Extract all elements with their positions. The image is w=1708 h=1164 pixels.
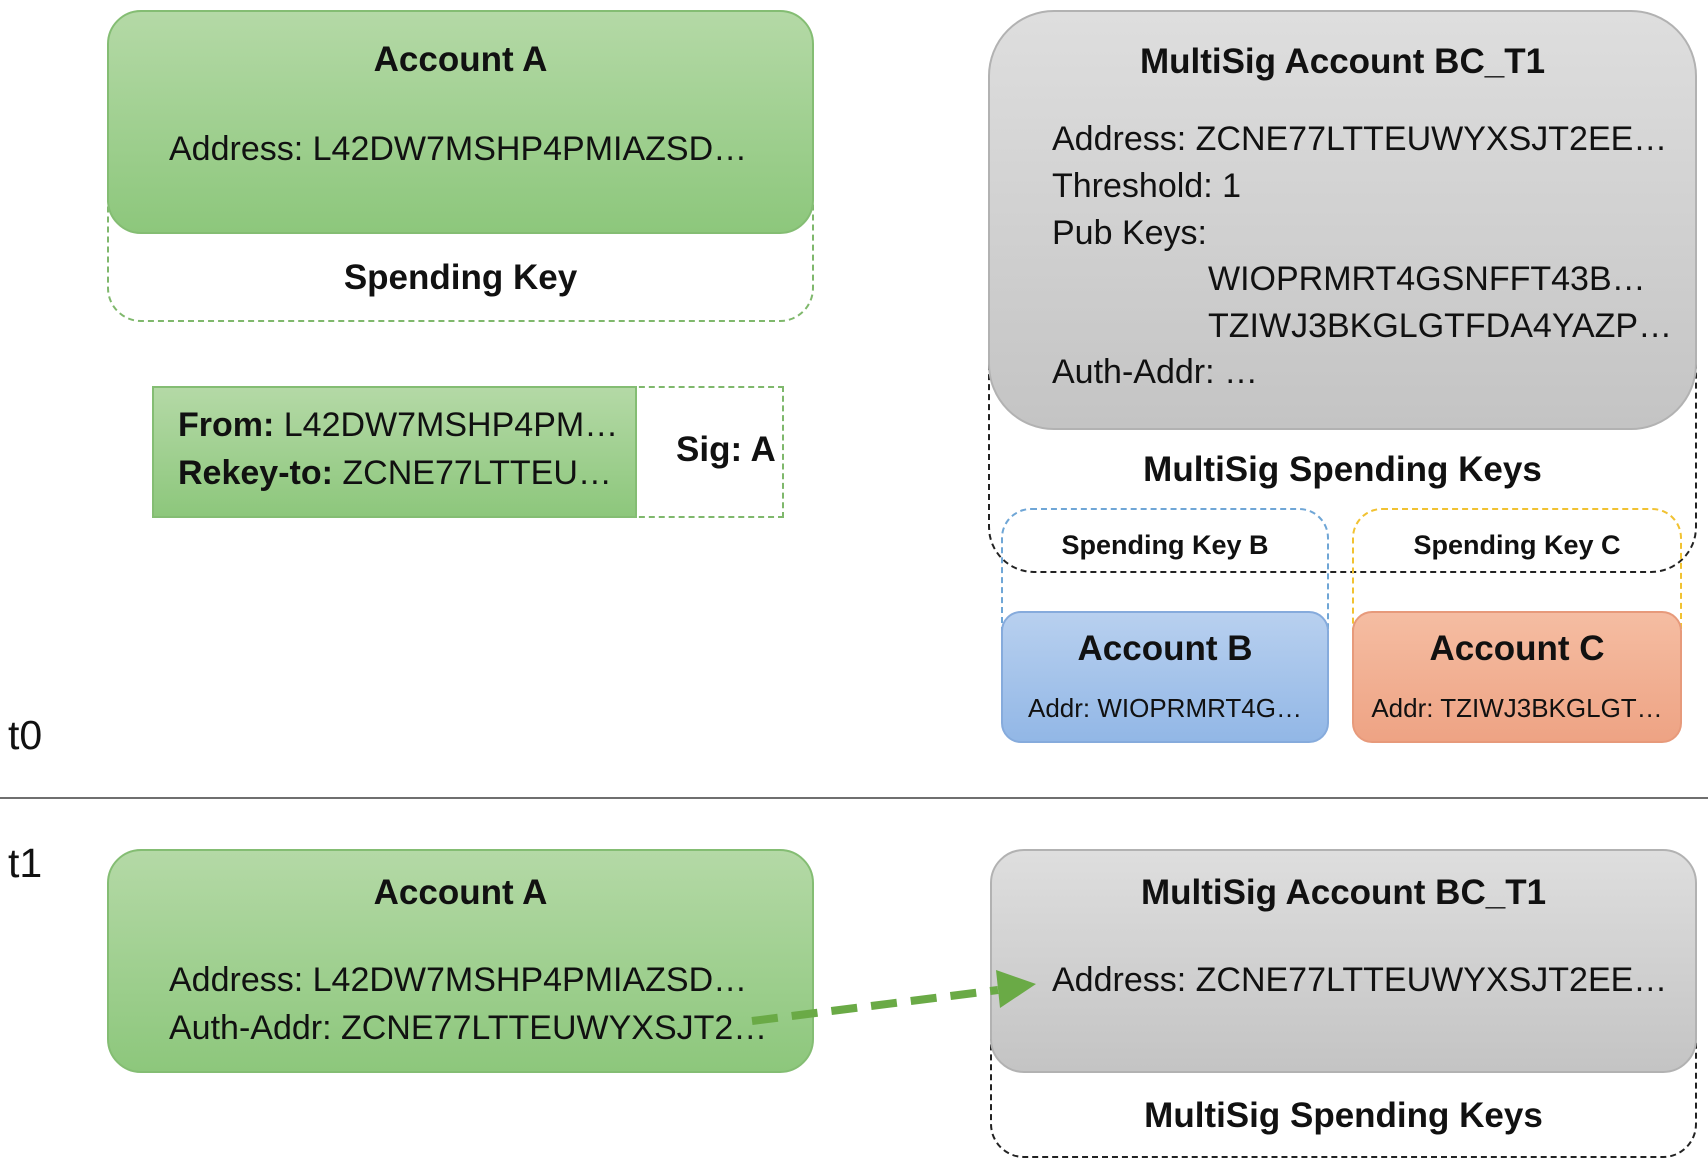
- multisig-auth-addr-t0: Auth-Addr: …: [1052, 353, 1258, 391]
- account-a-box-t0: Account A Address: L42DW7MSHP4PMIAZSD…: [107, 10, 814, 234]
- account-a-box-t1: Account A Address: L42DW7MSHP4PMIAZSD… A…: [107, 849, 814, 1073]
- multisig-spending-keys-outline-t0: [988, 300, 1697, 573]
- account-c-addr: Addr: TZIWJ3BKGLGT…: [1371, 693, 1663, 723]
- multisig-address-t0: Address: ZCNE77LTTEUWYXSJT2EE…: [1052, 120, 1668, 158]
- multisig-address-t1: Address: ZCNE77LTTEUWYXSJT2EE…: [1052, 961, 1668, 999]
- account-a-auth-addr-t1: Auth-Addr: ZCNE77LTTEUWYXSJT2…: [169, 1009, 768, 1047]
- multisig-title-t0: MultiSig Account BC_T1: [1139, 42, 1546, 81]
- timeline-divider: [0, 797, 1708, 799]
- multisig-spending-keys-outline-t1: [990, 1000, 1697, 1158]
- rekey-to-value: ZCNE77LTTEU…: [332, 454, 612, 492]
- multisig-pubkey-2: TZIWJ3BKGLGTFDA4YAZP…: [1208, 307, 1673, 345]
- multisig-threshold: Threshold: 1: [1052, 167, 1241, 205]
- spending-key-b-label: Spending Key B: [1061, 530, 1269, 560]
- account-c-box: Account C Addr: TZIWJ3BKGLGT…: [1352, 611, 1682, 743]
- rekey-to-label: Rekey-to:: [178, 454, 333, 492]
- from-label: From:: [178, 406, 275, 444]
- time-label-t1: t1: [8, 840, 43, 886]
- account-a-spending-key-label: Spending Key: [343, 258, 578, 297]
- account-b-addr: Addr: WIOPRMRT4G…: [1027, 693, 1302, 723]
- account-a-address: Address: L42DW7MSHP4PMIAZSD…: [169, 130, 748, 168]
- multisig-pubkey-1: WIOPRMRT4GSNFFT43B…: [1208, 260, 1646, 298]
- spending-key-c-label: Spending Key C: [1413, 530, 1621, 560]
- time-label-t0: t0: [8, 712, 43, 758]
- from-value: L42DW7MSHP4PM…: [274, 406, 619, 444]
- auth-addr-arrow-head: [996, 970, 1036, 1008]
- transaction-from: From: L42DW7MSHP4PM…: [178, 406, 618, 445]
- sig-label: Sig: A: [676, 430, 776, 469]
- account-a-address-t1: Address: L42DW7MSHP4PMIAZSD…: [169, 961, 748, 999]
- account-a-title-t1: Account A: [373, 873, 548, 912]
- auth-addr-arrow-shaft: [751, 986, 999, 1025]
- transaction-rekey-to: Rekey-to: ZCNE77LTTEU…: [178, 454, 612, 493]
- account-c-title: Account C: [1429, 629, 1605, 668]
- multisig-account-box-t0: MultiSig Account BC_T1 Address: ZCNE77LT…: [988, 10, 1697, 430]
- account-a-title: Account A: [373, 40, 548, 79]
- account-b-box: Account B Addr: WIOPRMRT4G…: [1001, 611, 1329, 743]
- multisig-spending-keys-label-t1: MultiSig Spending Keys: [1144, 1096, 1543, 1135]
- multisig-spending-keys-label-t0: MultiSig Spending Keys: [1143, 450, 1542, 489]
- multisig-title-t1: MultiSig Account BC_T1: [1140, 873, 1547, 912]
- multisig-account-box-t1: MultiSig Account BC_T1 Address: ZCNE77LT…: [990, 849, 1697, 1073]
- rekey-transaction: From: L42DW7MSHP4PM… Rekey-to: ZCNE77LTT…: [152, 386, 637, 518]
- multisig-pubkeys-label: Pub Keys:: [1052, 214, 1207, 252]
- account-b-title: Account B: [1077, 629, 1253, 668]
